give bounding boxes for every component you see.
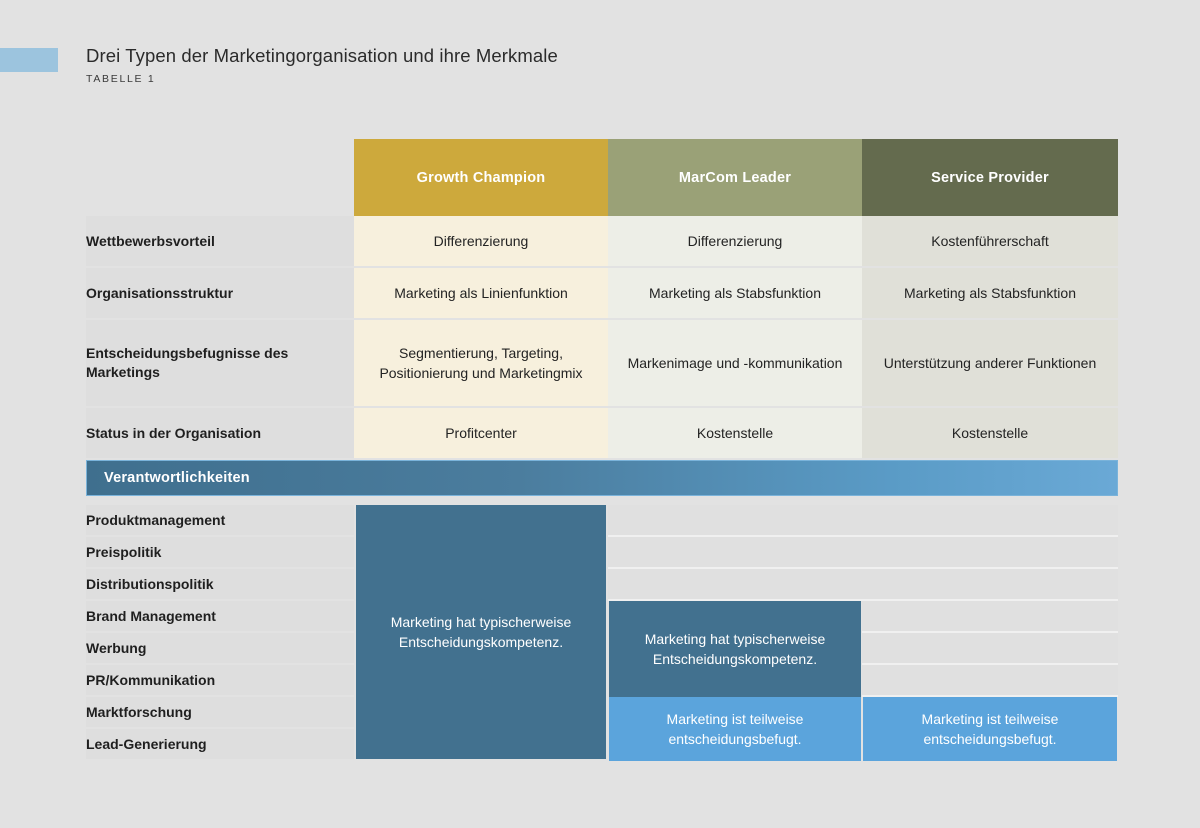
title-block: Drei Typen der Marketingorganisation und… (86, 44, 986, 85)
table-row: Wettbewerbsvorteil Differenzierung Diffe… (86, 216, 1118, 268)
row-label-produktmanagement: Produktmanagement (86, 505, 354, 537)
row-label-wettbewerbsvorteil: Wettbewerbsvorteil (86, 216, 354, 268)
table-row: Distributionspolitik (86, 569, 1118, 601)
cell-wettbewerbsvorteil-growth-champion: Differenzierung (354, 216, 608, 268)
cell-preispolitik-service-provider (862, 537, 1118, 569)
cell-brand-management-service-provider (862, 601, 1118, 633)
section-band-row: Verantwortlichkeiten (86, 460, 1118, 496)
cell-distributionspolitik-marcom-leader (608, 569, 862, 601)
column-header-marcom-leader[interactable]: MarCom Leader (608, 139, 862, 216)
cell-entscheidungsbefugnisse-service-provider: Unterstützung anderer Funktionen (862, 320, 1118, 408)
row-label-preispolitik: Preispolitik (86, 537, 354, 569)
block-service-provider-partial-authority: Marketing ist teilweise entscheidungsbef… (862, 697, 1118, 761)
cell-status-growth-champion: Profitcenter (354, 408, 608, 460)
cell-entscheidungsbefugnisse-growth-champion: Segmentierung, Targeting, Positionierung… (354, 320, 608, 408)
cell-wettbewerbsvorteil-service-provider: Kostenführerschaft (862, 216, 1118, 268)
cell-organisationsstruktur-service-provider: Marketing als Stabsfunktion (862, 268, 1118, 320)
cell-preispolitik-marcom-leader (608, 537, 862, 569)
column-header-service-provider[interactable]: Service Provider (862, 139, 1118, 216)
cell-status-service-provider: Kostenstelle (862, 408, 1118, 460)
table: Growth Champion MarCom Leader Service Pr… (86, 139, 1118, 761)
header-cell-blank (86, 139, 354, 216)
row-label-entscheidungsbefugnisse: Entscheidungsbefugnisse des Marketings (86, 320, 354, 408)
cell-wettbewerbsvorteil-marcom-leader: Differenzierung (608, 216, 862, 268)
cell-distributionspolitik-service-provider (862, 569, 1118, 601)
table-row: Brand Management Marketing hat typischer… (86, 601, 1118, 697)
table-row: Entscheidungsbefugnisse des Marketings S… (86, 320, 1118, 408)
row-label-status-organisation: Status in der Organisation (86, 408, 354, 460)
table-row: Marktforschung Marketing ist teilweise e… (86, 697, 1118, 761)
accent-swatch (0, 48, 58, 72)
cell-entscheidungsbefugnisse-marcom-leader: Markenimage und -kommunikation (608, 320, 862, 408)
section-band-cell: Verantwortlichkeiten (86, 460, 1118, 496)
table-row: Lead-Generierung (86, 729, 1118, 761)
band-spacer-row (86, 496, 1118, 505)
block-marcom-leader-full-authority: Marketing hat typischerweise Entscheidun… (608, 601, 862, 697)
cell-produktmanagement-service-provider (862, 505, 1118, 537)
row-label-lead-generierung: Lead-Generierung (86, 729, 354, 761)
table-header-row: Growth Champion MarCom Leader Service Pr… (86, 139, 1118, 216)
table-row: PR/Kommunikation (86, 665, 1118, 697)
cell-status-marcom-leader: Kostenstelle (608, 408, 862, 460)
band-spacer (86, 496, 1118, 505)
row-label-pr-kommunikation: PR/Kommunikation (86, 665, 354, 697)
page-subtitle: TABELLE 1 (86, 73, 156, 86)
cell-pr-kommunikation-service-provider (862, 665, 1118, 697)
cell-produktmanagement-marcom-leader (608, 505, 862, 537)
table-row: Produktmanagement Marketing hat typische… (86, 505, 1118, 761)
cell-organisationsstruktur-marcom-leader: Marketing als Stabsfunktion (608, 268, 862, 320)
block-marcom-leader-partial-authority: Marketing ist teilweise entscheidungsbef… (608, 697, 862, 761)
block-growth-champion-full-authority: Marketing hat typischerweise Entscheidun… (354, 505, 608, 761)
row-label-marktforschung: Marktforschung (86, 697, 354, 729)
row-label-organisationsstruktur: Organisationsstruktur (86, 268, 354, 320)
comparison-table: Growth Champion MarCom Leader Service Pr… (86, 139, 1118, 761)
table-row: Preispolitik (86, 537, 1118, 569)
cell-werbung-service-provider (862, 633, 1118, 665)
row-label-distributionspolitik: Distributionspolitik (86, 569, 354, 601)
section-band-label: Verantwortlichkeiten (86, 460, 1118, 496)
table-row: Werbung (86, 633, 1118, 665)
row-label-brand-management: Brand Management (86, 601, 354, 633)
row-label-werbung: Werbung (86, 633, 354, 665)
table-row: Status in der Organisation Profitcenter … (86, 408, 1118, 460)
page-title: Drei Typen der Marketingorganisation und… (86, 45, 558, 66)
cell-organisationsstruktur-growth-champion: Marketing als Linienfunktion (354, 268, 608, 320)
column-header-growth-champion[interactable]: Growth Champion (354, 139, 608, 216)
table-row: Organisationsstruktur Marketing als Lini… (86, 268, 1118, 320)
